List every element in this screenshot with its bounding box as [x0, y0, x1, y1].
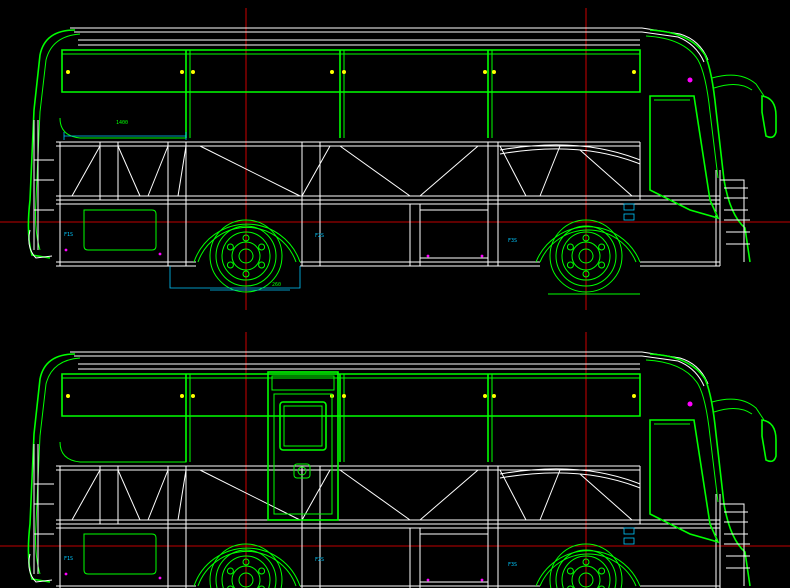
bus-side-view-upper: 1400 260 F1S F2S F3S	[27, 27, 777, 295]
bus-side-view-lower: F1S F2S F3S	[27, 351, 777, 588]
compartment-tag: F2S	[315, 233, 324, 239]
compartment-tag: F1S	[64, 556, 73, 562]
drawing-content: 1400 260 F1S F2S F3S	[0, 8, 790, 588]
compartment-tag: F3S	[508, 562, 517, 568]
compartment-tag: F3S	[508, 238, 517, 244]
middle-door	[267, 371, 339, 521]
compartment-tag: F2S	[315, 557, 324, 563]
dimension-label-260: 260	[272, 282, 281, 288]
dimension-label-1400: 1400	[116, 120, 128, 126]
compartment-tag: F1S	[64, 232, 73, 238]
